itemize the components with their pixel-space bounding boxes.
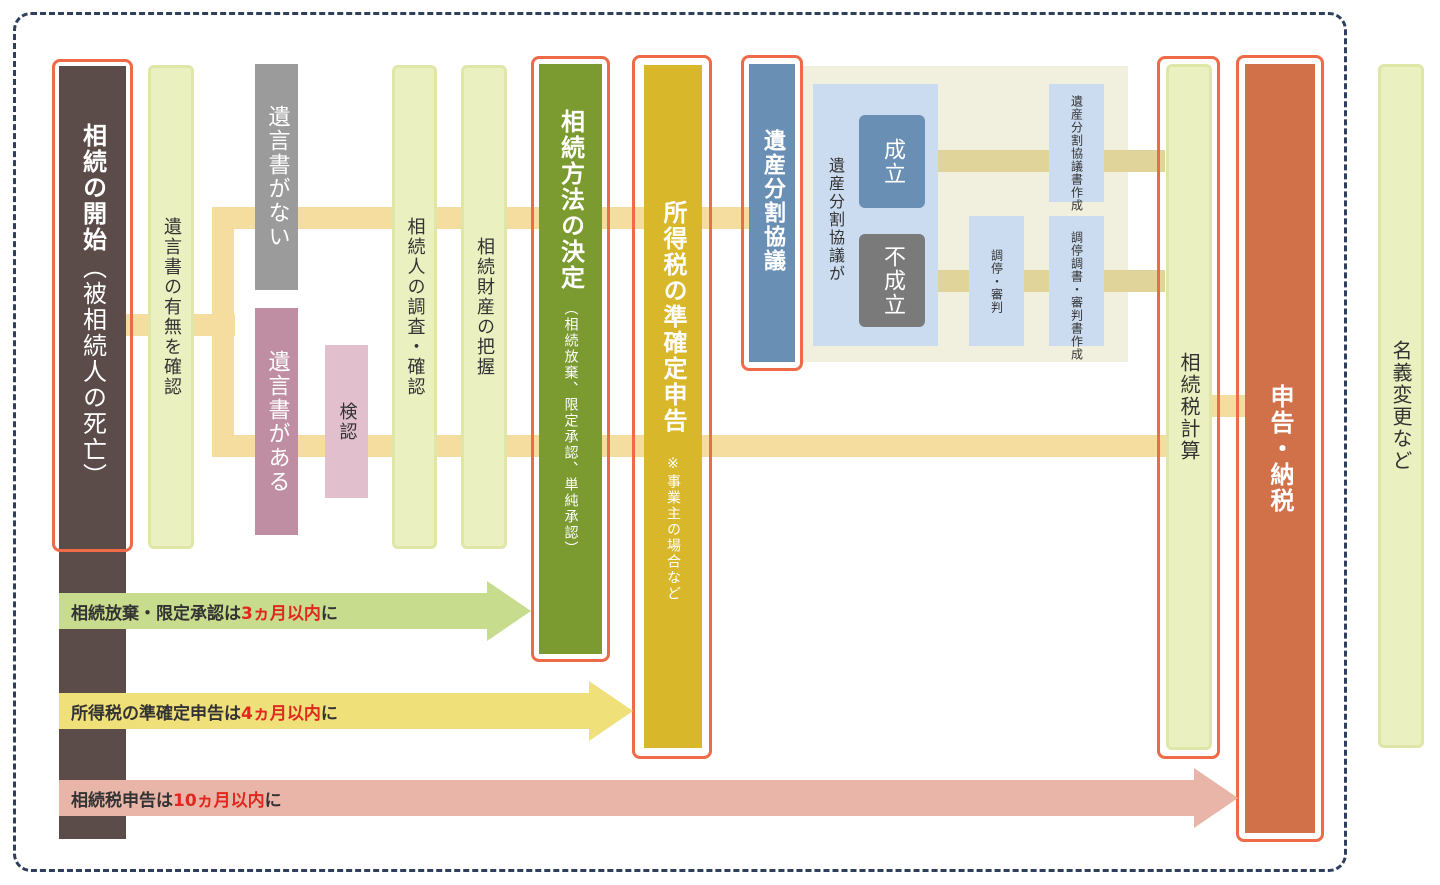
will-check-label: 遺言書の有無を確認 [161, 217, 182, 397]
division-result-label-box: 遺産分割協議が [820, 150, 850, 290]
division-label: 遺産分割協議 [760, 129, 785, 273]
deadline-2-highlight: 4ヵ月以内 [241, 703, 321, 724]
start-label: 相続の開始 [78, 123, 107, 253]
deadline-3-after: に [264, 790, 282, 811]
estate-survey-label: 相続財産の把握 [474, 237, 495, 377]
estate-survey-step: 相続財産の把握 [461, 65, 507, 549]
failure-box: 不成立 [859, 234, 925, 327]
agreement-doc-box: 遺産分割協議書作成 [1049, 84, 1104, 212]
mediation-doc-box: 調停調書・審判書作成 [1049, 216, 1104, 361]
failure-band [925, 270, 1165, 292]
method-step: 相続方法の決定 （相続放棄、限定承認、単純承認） [539, 64, 602, 654]
start-step: 相続の開始 （被相続人の死亡） [59, 66, 126, 546]
no-will-label: 遺言書がない [264, 105, 290, 249]
deadline-1-highlight: 3ヵ月以内 [241, 603, 321, 624]
tax-calc-step: 相続税計算 [1166, 64, 1212, 750]
probate-label: 検認 [336, 401, 358, 442]
deadline-1-arrowhead [487, 581, 531, 641]
mediation-box: 調停・審判 [969, 216, 1024, 346]
agreement-doc-label: 遺産分割協議書作成 [1069, 95, 1084, 212]
diagram-frame [13, 12, 1347, 872]
division-highlight [741, 55, 803, 371]
flow-band-to-filing [1210, 395, 1250, 417]
no-will-step: 遺言書がない [255, 64, 298, 290]
failure-label: 不成立 [880, 244, 905, 317]
deadline-3-before: 相続税申告は [71, 790, 173, 811]
deadline-1-after: に [320, 603, 338, 624]
success-box: 成立 [859, 115, 925, 208]
income-tax-highlight [632, 55, 712, 759]
deadline-3-highlight: 10ヵ月以内 [173, 790, 265, 811]
heir-survey-label: 相続人の調査・確認 [404, 217, 426, 397]
flow-band-split [212, 207, 234, 457]
mediation-doc-label: 調停調書・審判書作成 [1069, 231, 1084, 361]
deadline-2-after: に [320, 703, 338, 724]
success-band [925, 150, 1165, 172]
division-result-label: 遺産分割協議が [826, 157, 845, 283]
method-sub-label: （相続放棄、限定承認、単純承認） [562, 301, 579, 557]
start-highlight [52, 59, 133, 552]
success-label: 成立 [880, 137, 905, 186]
deadline-1-before: 相続放棄・限定承認は [71, 603, 241, 624]
division-step: 遺産分割協議 [749, 64, 795, 362]
tax-calc-highlight [1157, 56, 1220, 759]
method-highlight [531, 56, 610, 662]
has-will-label: 遺言書がある [264, 349, 290, 494]
probate-step: 検認 [325, 345, 368, 498]
transfer-label: 名義変更など [1389, 340, 1413, 472]
filing-highlight [1236, 55, 1324, 842]
transfer-step: 名義変更など [1378, 64, 1424, 748]
method-label: 相続方法の決定 [556, 109, 585, 291]
deadline-2-before: 所得税の準確定申告は [71, 703, 241, 724]
filing-label: 申告・納税 [1266, 383, 1294, 514]
income-tax-note: ※事業主の場合など [665, 456, 681, 602]
has-will-step: 遺言書がある [255, 308, 298, 535]
filing-step: 申告・納税 [1245, 64, 1315, 833]
mediation-label: 調停・審判 [989, 248, 1004, 314]
tax-calc-label: 相続税計算 [1177, 352, 1201, 462]
deadline-3-arrowhead [1194, 768, 1238, 828]
deadline-2-arrowhead [589, 681, 633, 741]
heir-survey-step: 相続人の調査・確認 [392, 65, 437, 549]
income-tax-label: 所得税の準確定申告 [659, 200, 687, 434]
start-sub-label: （被相続人の死亡） [78, 255, 107, 489]
will-check-step: 遺言書の有無を確認 [148, 65, 194, 549]
income-tax-step: 所得税の準確定申告 ※事業主の場合など [644, 65, 702, 748]
